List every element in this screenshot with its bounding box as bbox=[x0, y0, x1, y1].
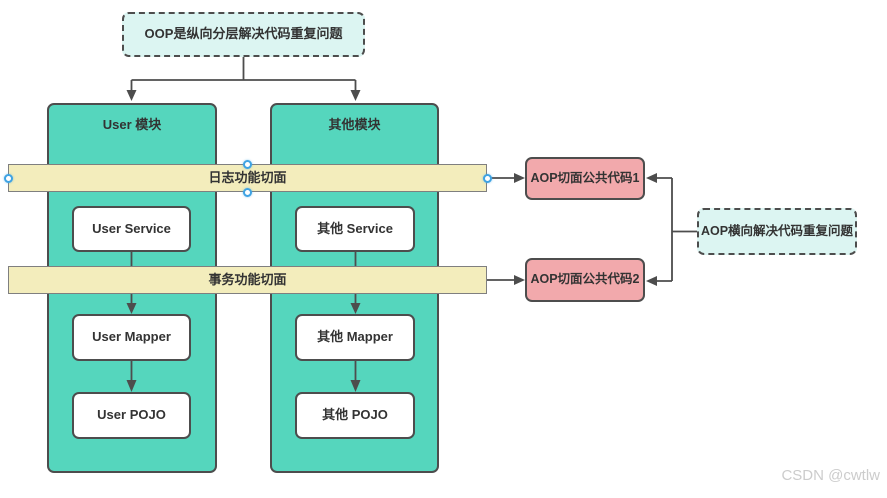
box-aop-common-code-1[interactable]: AOP切面公共代码1 bbox=[525, 157, 645, 200]
box-other-mapper[interactable]: 其他 Mapper bbox=[295, 314, 415, 361]
selection-handle-top[interactable] bbox=[243, 160, 252, 169]
box-aop-common-code-2[interactable]: AOP切面公共代码2 bbox=[525, 258, 645, 302]
csdn-watermark: CSDN @cwtlw bbox=[781, 467, 880, 484]
box-user-mapper[interactable]: User Mapper bbox=[72, 314, 191, 361]
note-aop-horizontal[interactable]: AOP横向解决代码重复问题 bbox=[697, 208, 857, 255]
aspect-bar-transaction[interactable]: 事务功能切面 bbox=[8, 266, 487, 294]
box-user-pojo[interactable]: User POJO bbox=[72, 392, 191, 439]
module-user-title: User 模块 bbox=[102, 117, 162, 132]
box-other-service[interactable]: 其他 Service bbox=[295, 206, 415, 252]
box-other-pojo[interactable]: 其他 POJO bbox=[295, 392, 415, 439]
selection-handle-bottom[interactable] bbox=[243, 188, 252, 197]
selection-handle-left[interactable] bbox=[4, 174, 13, 183]
box-user-service[interactable]: User Service bbox=[72, 206, 191, 252]
module-other-title: 其他模块 bbox=[328, 117, 381, 132]
note-oop-vertical-layering[interactable]: OOP是纵向分层解决代码重复问题 bbox=[122, 12, 365, 57]
selection-handle-right[interactable] bbox=[483, 174, 492, 183]
